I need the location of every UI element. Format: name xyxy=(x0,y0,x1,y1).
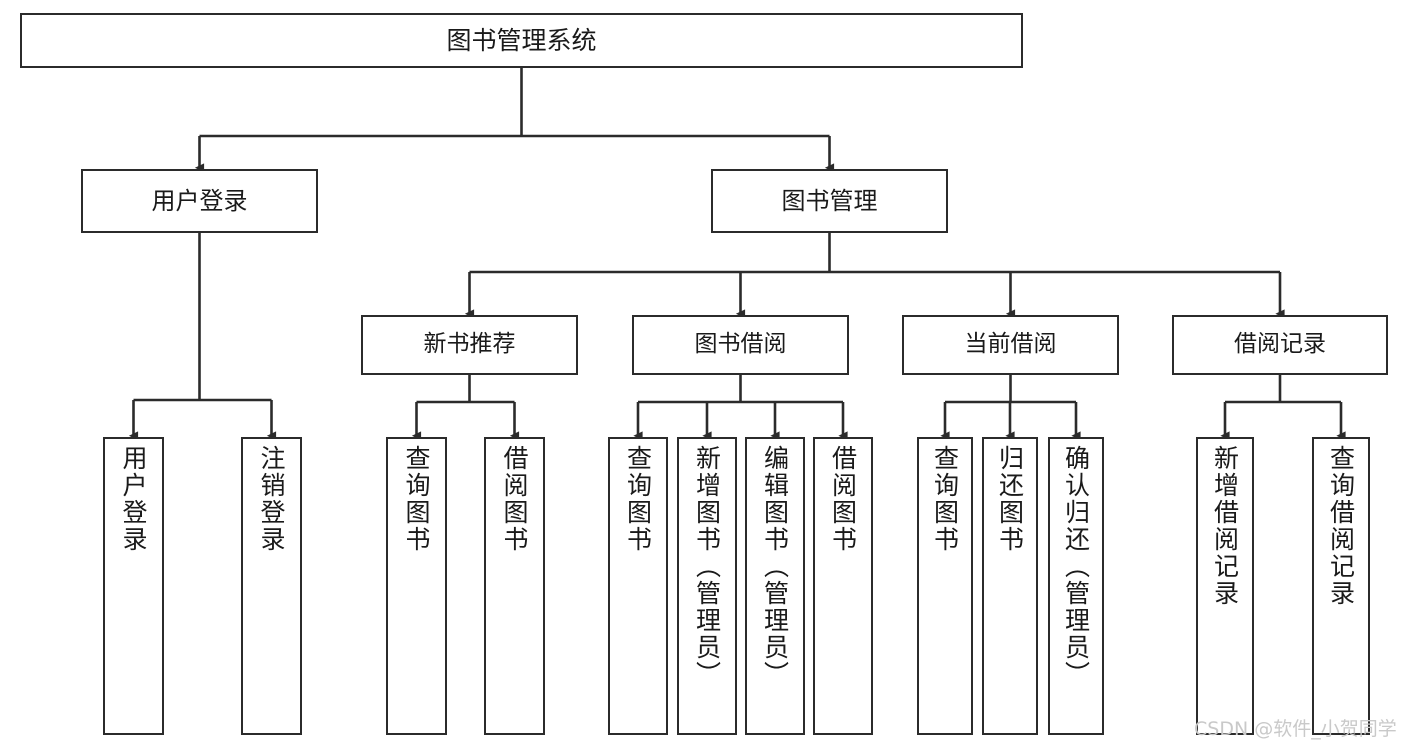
node-leaf-borrow-book-2[interactable]: 借阅图书 xyxy=(813,437,873,735)
node-leaf-borrow-book-1[interactable]: 借阅图书 xyxy=(484,437,545,735)
node-label: 新增图书（管理员） xyxy=(692,445,722,688)
connector-group xyxy=(128,68,1346,441)
node-label: 查询借阅记录 xyxy=(1326,445,1356,607)
node-label: 查询图书 xyxy=(402,445,431,553)
node-label: 图书借阅 xyxy=(694,331,787,358)
node-label: 编辑图书（管理员） xyxy=(760,445,790,688)
node-borrow-record[interactable]: 借阅记录 xyxy=(1172,315,1388,375)
node-leaf-query-record[interactable]: 查询借阅记录 xyxy=(1312,437,1370,735)
node-leaf-edit-book[interactable]: 编辑图书（管理员） xyxy=(745,437,805,735)
node-label: 借阅图书 xyxy=(828,445,858,553)
node-leaf-add-book[interactable]: 新增图书（管理员） xyxy=(677,437,737,735)
node-leaf-user-login[interactable]: 用户登录 xyxy=(103,437,164,735)
node-leaf-confirm-return[interactable]: 确认归还（管理员） xyxy=(1048,437,1104,735)
node-label: 查询图书 xyxy=(930,445,960,553)
node-label: 借阅图书 xyxy=(500,445,529,553)
node-leaf-query-book-3[interactable]: 查询图书 xyxy=(917,437,973,735)
node-leaf-user-logout[interactable]: 注销登录 xyxy=(241,437,302,735)
node-book-borrow[interactable]: 图书借阅 xyxy=(632,315,849,375)
node-leaf-query-book-1[interactable]: 查询图书 xyxy=(386,437,447,735)
node-label: 借阅记录 xyxy=(1234,331,1326,358)
node-leaf-return-book[interactable]: 归还图书 xyxy=(982,437,1038,735)
node-user-login[interactable]: 用户登录 xyxy=(81,169,318,233)
node-new-book-rec[interactable]: 新书推荐 xyxy=(361,315,578,375)
node-leaf-query-book-2[interactable]: 查询图书 xyxy=(608,437,668,735)
node-label: 图书管理系统 xyxy=(446,25,597,55)
node-leaf-add-record[interactable]: 新增借阅记录 xyxy=(1196,437,1254,735)
node-current-borrow[interactable]: 当前借阅 xyxy=(902,315,1119,375)
node-label: 当前借阅 xyxy=(964,331,1057,358)
node-label: 新书推荐 xyxy=(423,331,516,358)
node-label: 注销登录 xyxy=(257,445,286,553)
node-label: 新增借阅记录 xyxy=(1210,445,1240,607)
node-root[interactable]: 图书管理系统 xyxy=(20,13,1023,68)
node-label: 用户登录 xyxy=(119,445,148,553)
node-label: 图书管理 xyxy=(781,186,878,215)
node-label: 确认归还（管理员） xyxy=(1061,445,1091,688)
node-book-manage[interactable]: 图书管理 xyxy=(711,169,948,233)
node-label: 用户登录 xyxy=(151,186,248,215)
node-label: 查询图书 xyxy=(623,445,653,553)
node-label: 归还图书 xyxy=(995,445,1025,553)
